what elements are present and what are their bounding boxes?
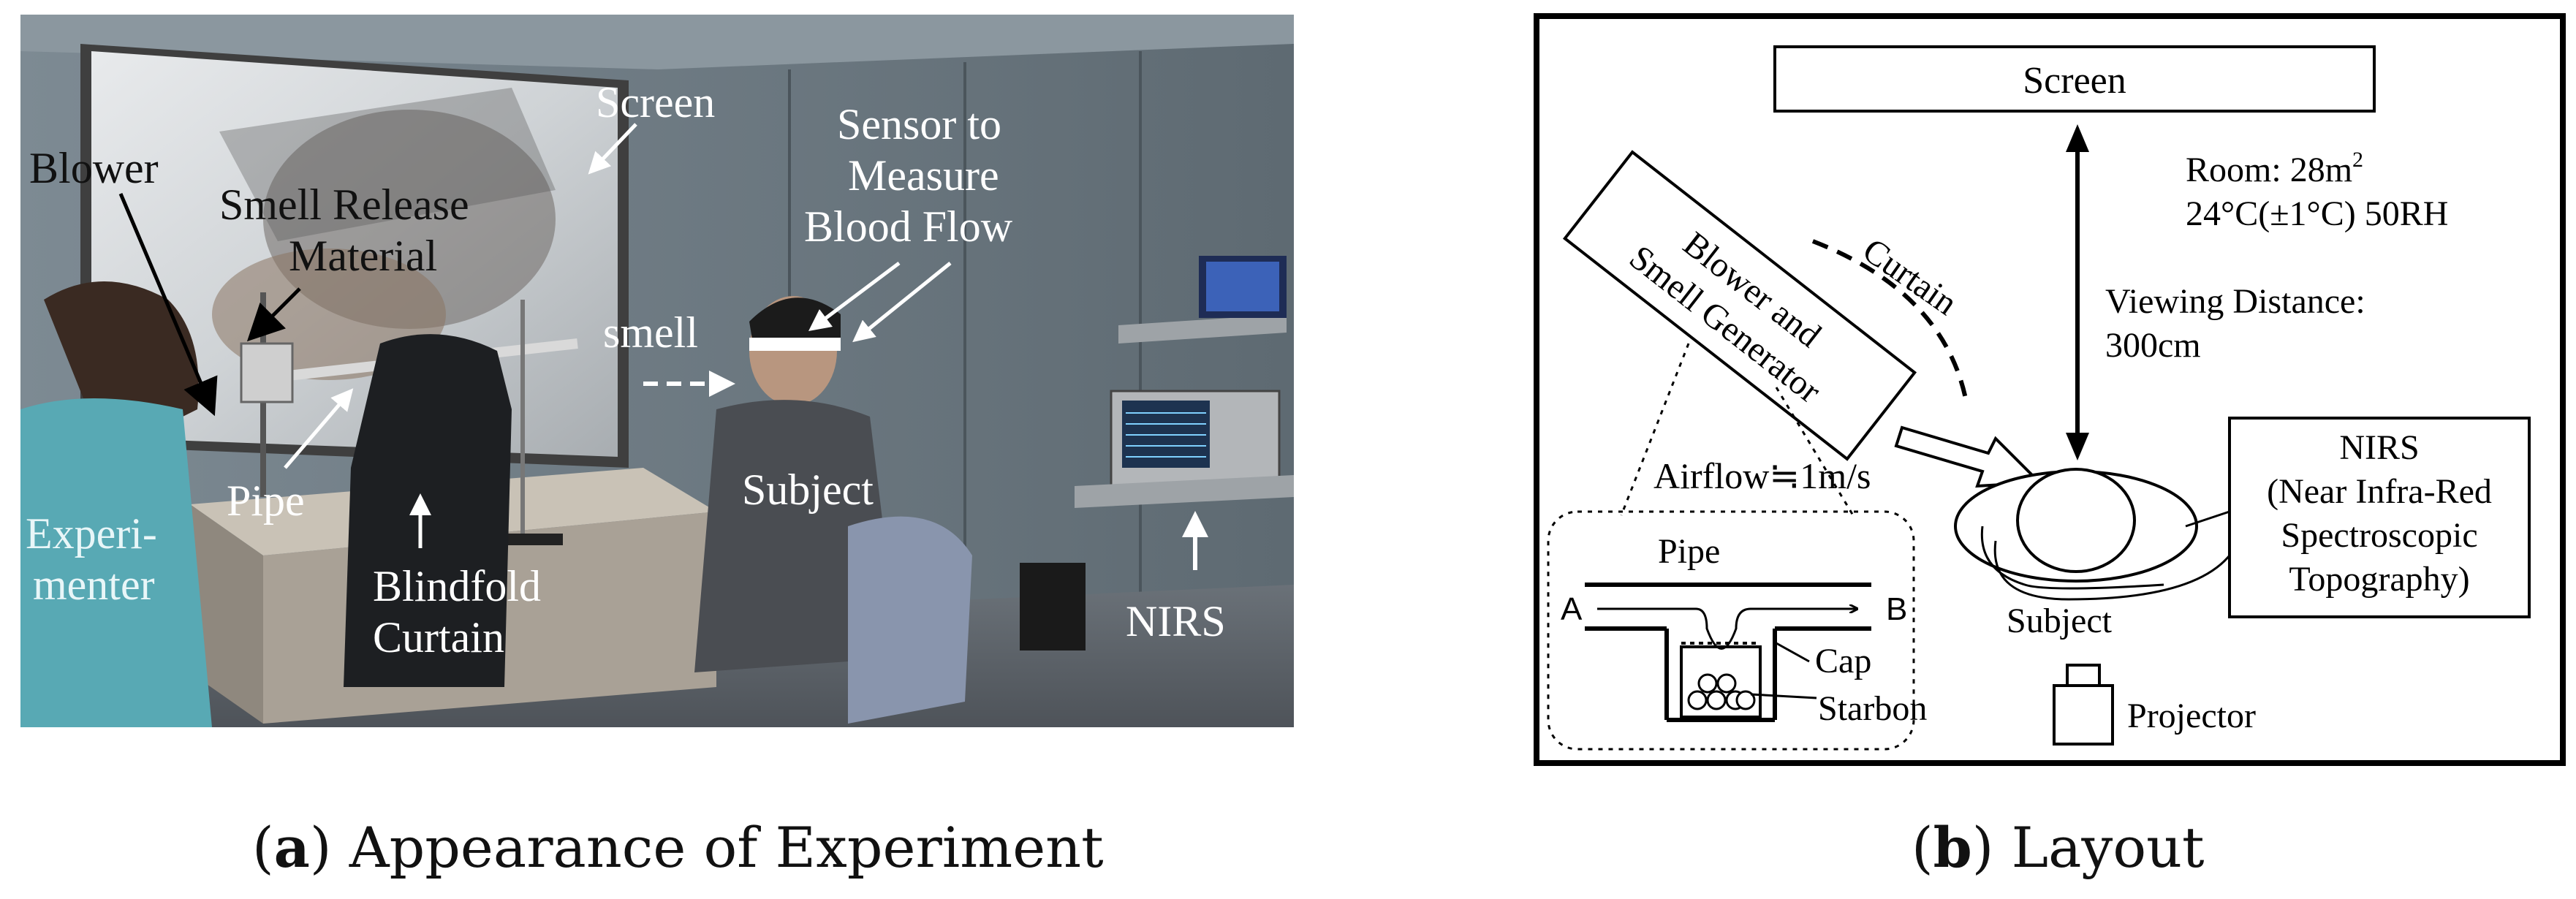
cap-label: Cap	[1815, 642, 1871, 680]
layout-screen-box	[1773, 45, 2376, 113]
subject-topview	[1954, 468, 2231, 601]
nirs-label-4: Topography)	[2289, 560, 2469, 599]
label-smell-release-2: Material	[289, 232, 437, 280]
pipe-detail-box	[1547, 510, 1915, 751]
starbon-label: Starbon	[1818, 689, 1927, 728]
label-blindfold-2: Curtain	[373, 613, 504, 661]
label-sensor-2: Measure	[848, 151, 999, 200]
label-sensor-1: Sensor to	[837, 100, 1001, 148]
nirs-label-3: Spectroscopic	[2281, 516, 2477, 555]
caption-a: (a) Appearance of Experiment	[252, 815, 1104, 880]
airflow-label: Airflow≒1m/s	[1653, 455, 1871, 496]
label-experimenter-2: menter	[33, 561, 155, 609]
projector-icon	[2053, 684, 2114, 746]
pipe-b-label: B	[1886, 591, 1907, 627]
label-screen: Screen	[596, 78, 715, 126]
label-pipe: Pipe	[227, 477, 305, 525]
curtain-line	[1811, 239, 1969, 403]
label-blower: Blower	[29, 144, 159, 192]
room-conditions-label: 24°C(±1°C) 50RH	[2186, 194, 2448, 233]
layout-frame	[1534, 13, 2566, 766]
starbon-granules	[1687, 673, 1756, 710]
layout-screen-label: Screen	[2023, 60, 2126, 102]
experimenter-figure	[20, 281, 212, 727]
label-experimenter-1: Experi-	[26, 509, 157, 558]
nirs-label-1: NIRS	[2339, 428, 2419, 467]
layout-subject-label: Subject	[2007, 602, 2113, 640]
label-subject: Subject	[742, 466, 874, 514]
label-nirs: NIRS	[1126, 597, 1226, 645]
room-size-label: Room: 28m2	[2186, 148, 2363, 189]
photo-annotations: Screen Blower Smell Release Material Sen…	[26, 78, 1226, 661]
caption-b: (b) Layout	[1912, 815, 2205, 880]
nirs-label-2: (Near Infra-Red	[2267, 472, 2492, 511]
label-sensor-3: Blood Flow	[804, 202, 1013, 251]
nirs-box	[2228, 417, 2531, 618]
label-smell-release-1: Smell Release	[219, 181, 469, 229]
pipe-a-label: A	[1561, 591, 1583, 627]
viewing-distance-label-1: Viewing Distance:	[2105, 282, 2365, 321]
viewing-distance-label-2: 300cm	[2105, 326, 2201, 365]
label-blindfold-1: Blindfold	[373, 562, 541, 610]
projection-screen	[80, 44, 629, 468]
nirs-cart	[1020, 256, 1294, 650]
pipe-label: Pipe	[1658, 532, 1720, 571]
label-smell: smell	[603, 308, 698, 357]
projector-label: Projector	[2127, 697, 2256, 735]
experiment-photo: Screen Blower Smell Release Material Sen…	[20, 15, 1294, 727]
layout-diagram: Screen Room: 28m2 24°C(±1°C) 50RH Viewin…	[1534, 13, 2566, 766]
